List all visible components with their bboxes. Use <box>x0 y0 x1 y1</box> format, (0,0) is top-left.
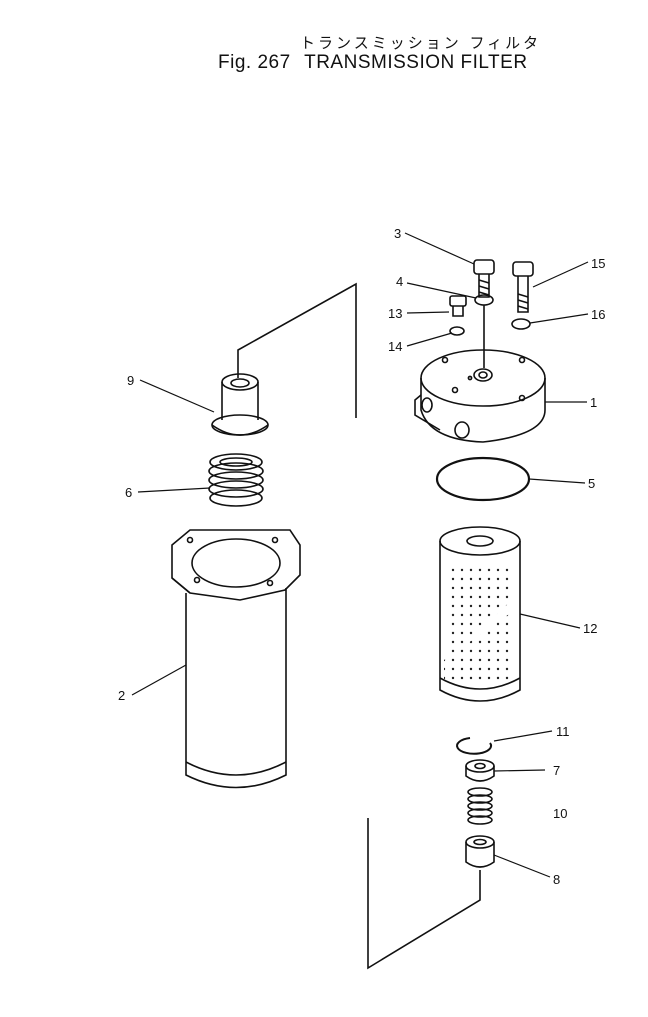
callout-6: 6 <box>125 485 132 500</box>
leader-lines <box>131 232 589 878</box>
part-valve-spring <box>467 787 493 825</box>
part-spring <box>208 453 264 507</box>
part-washer-16 <box>511 318 531 330</box>
figure-title-japanese: トランスミッション フィルタ <box>300 34 542 52</box>
callout-9: 9 <box>127 373 134 388</box>
callout-3: 3 <box>394 226 401 241</box>
assembly-line-left <box>237 282 357 418</box>
figure-number: Fig. 267 <box>218 52 291 73</box>
part-filter-head <box>414 349 546 443</box>
part-filter-case <box>171 529 301 789</box>
callout-14: 14 <box>388 339 402 354</box>
part-o-ring <box>435 456 531 502</box>
callout-1: 1 <box>590 395 597 410</box>
part-valve <box>465 835 495 868</box>
figure-title-english: TRANSMISSION FILTER <box>304 52 528 73</box>
callout-13: 13 <box>388 306 402 321</box>
figure-title: Fig. 267 TRANSMISSION FILTER <box>218 52 536 74</box>
assembly-line-bottom <box>367 818 481 970</box>
callout-4: 4 <box>396 274 403 289</box>
part-plug-13 <box>449 295 467 317</box>
callout-7: 7 <box>553 763 560 778</box>
part-washer-14 <box>449 326 465 336</box>
part-valve-seat <box>465 759 495 782</box>
callout-16: 16 <box>591 307 605 322</box>
part-bolt-15 <box>512 261 534 313</box>
part-sleeve <box>211 373 269 436</box>
part-filter-element <box>439 526 521 702</box>
callout-labels: 3 4 13 14 15 16 1 5 12 11 7 10 8 9 6 2 <box>118 226 605 887</box>
part-snap-ring <box>456 737 493 755</box>
callout-11: 11 <box>556 724 570 739</box>
part-bolt-3 <box>473 259 495 298</box>
callout-8: 8 <box>553 872 560 887</box>
callout-10: 10 <box>553 806 567 821</box>
callout-2: 2 <box>118 688 125 703</box>
callout-15: 15 <box>591 256 605 271</box>
callout-12: 12 <box>583 621 597 636</box>
callout-5: 5 <box>588 476 595 491</box>
